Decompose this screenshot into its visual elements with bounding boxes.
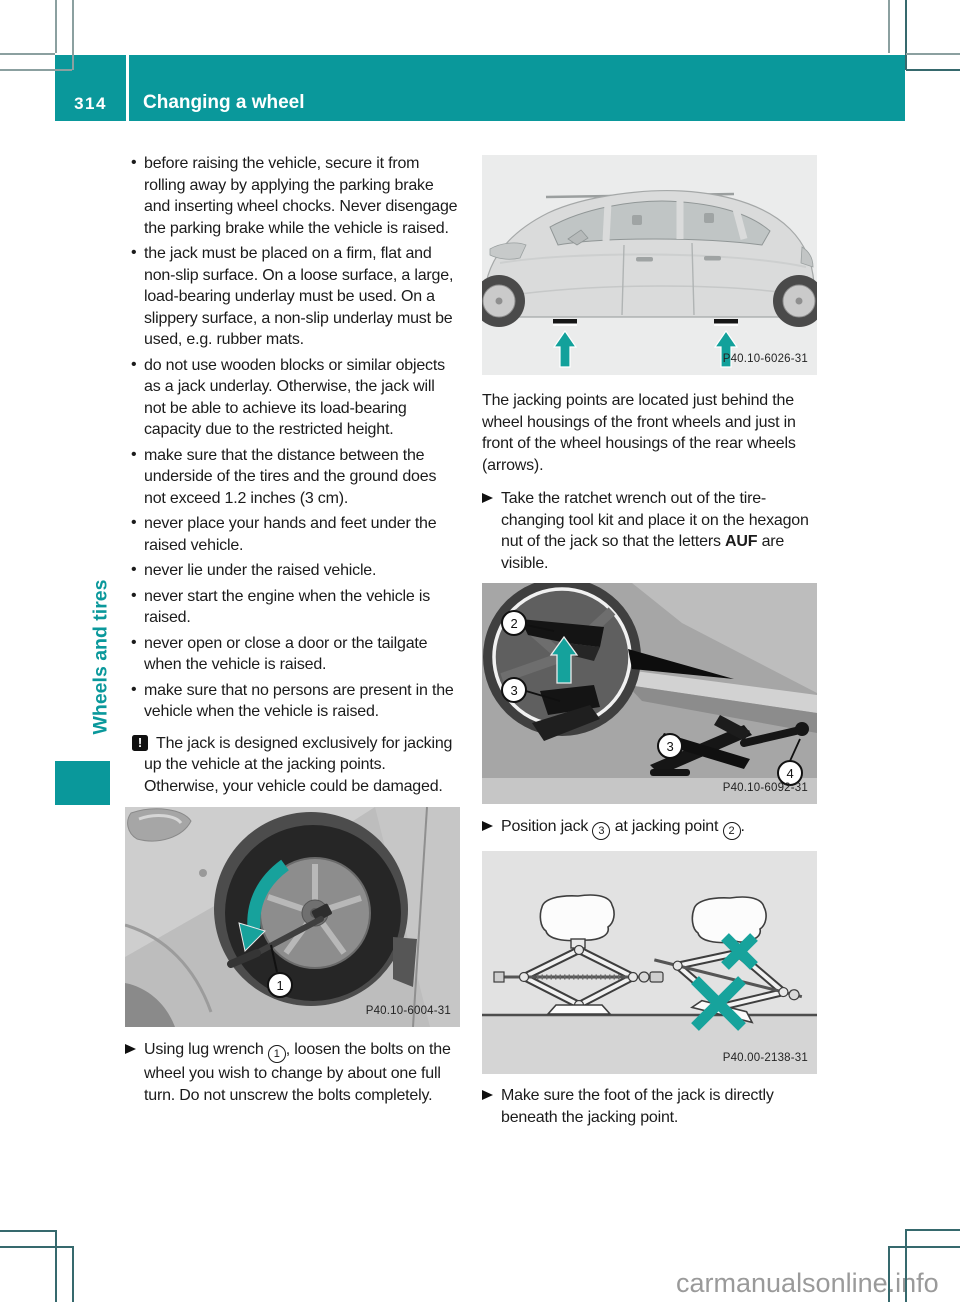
- callout-4-number: 4: [786, 766, 793, 781]
- step-jack-foot: Make sure the foot of the jack is direct…: [482, 1085, 817, 1128]
- bullet-item: before raising the vehicle, secure it fr…: [125, 152, 460, 239]
- jack-positioning-illustration: 2 3 3 4: [482, 583, 817, 804]
- page-title: Changing a wheel: [143, 92, 305, 113]
- rear-wheel: [773, 275, 817, 327]
- bullet-item: never start the engine when the vehicle …: [125, 585, 460, 629]
- sidebar-chapter-label: Wheels and tires: [89, 579, 112, 735]
- figure-car-jacking-points: P40.10-6026-31: [482, 155, 817, 375]
- callout-leader-lines: [525, 624, 801, 762]
- bullet-item: do not use wooden blocks or similar obje…: [125, 354, 460, 441]
- crop-mark-line: [905, 0, 907, 70]
- bullet-item: never open or close a door or the tailga…: [125, 632, 460, 676]
- callout-2-badge: 2: [722, 822, 741, 840]
- crop-mark-line: [905, 1229, 907, 1302]
- bullet-item: make sure that no persons are present in…: [125, 679, 460, 723]
- step-loosen-bolts: Using lug wrench 1, loosen the bolts on …: [125, 1039, 460, 1106]
- crop-mark-line: [0, 53, 55, 55]
- step-arrow-icon: [482, 821, 493, 831]
- crop-mark-line: [906, 53, 960, 55]
- figure-jack-correct-incorrect: P40.00-2138-31: [482, 851, 817, 1074]
- page-header: 314 Changing a wheel: [55, 55, 905, 121]
- crop-mark-line: [888, 0, 890, 53]
- car-side-view-illustration: [482, 155, 817, 375]
- crop-mark-line: [905, 1229, 960, 1231]
- jack-correct: [493, 894, 664, 1015]
- jacking-points-paragraph: The jacking points are located just behi…: [482, 392, 796, 474]
- safety-bullet-list: before raising the vehicle, secure it fr…: [125, 152, 460, 723]
- callout-3-badge: 3: [592, 822, 611, 840]
- step-ratchet-wrench: Take the ratchet wrench out of the tire-…: [482, 488, 817, 574]
- callout-1-marker: 1: [267, 944, 293, 998]
- step-text-pre: Using lug wrench: [144, 1041, 268, 1058]
- crop-mark-line: [72, 1246, 74, 1302]
- auf-label: AUF: [725, 533, 758, 550]
- jacking-point-arrow-icon: [713, 329, 739, 368]
- watermark: carmanualsonline.info: [676, 1268, 939, 1298]
- right-column: P40.10-6026-31 The jacking points are lo…: [482, 150, 817, 1128]
- crop-mark-line: [55, 0, 57, 53]
- callout-1-badge: 1: [267, 1045, 286, 1063]
- step-text-post: are visible.: [501, 533, 785, 572]
- callout-2-number: 2: [510, 616, 517, 631]
- crop-mark-line: [72, 0, 74, 70]
- step-arrow-icon: [125, 1044, 136, 1054]
- headlight-shape: [127, 808, 192, 842]
- step-text-post: , loosen the bolts on the wheel you wish…: [144, 1041, 451, 1104]
- warning-note: ! The jack is designed exclusively for j…: [125, 733, 460, 798]
- step-text-pre: Take the ratchet wrench out of the tire-…: [501, 490, 809, 550]
- jack-position-arrow-icon: [549, 635, 579, 684]
- crop-mark-line: [906, 69, 960, 71]
- bullet-item: never place your hands and feet under th…: [125, 512, 460, 556]
- step-text-post: .: [740, 818, 745, 835]
- page-number: 314: [74, 94, 107, 113]
- crop-mark-line: [888, 1246, 960, 1248]
- step-arrow-icon: [482, 493, 493, 503]
- crop-mark-line: [888, 1246, 890, 1302]
- left-column: before raising the vehicle, secure it fr…: [125, 152, 460, 1106]
- warning-text: The jack is designed exclusively for jac…: [144, 734, 453, 795]
- crop-mark-line: [0, 1230, 55, 1232]
- step-position-jack: Position jack 3 at jacking point 2.: [482, 816, 817, 840]
- step-arrow-icon: [482, 1090, 493, 1100]
- step-text: Make sure the foot of the jack is direct…: [501, 1087, 774, 1126]
- bullet-item: make sure that the distance between the …: [125, 444, 460, 510]
- figure-code: P40.10-6092-31: [722, 781, 808, 794]
- figure-wheel-lug-wrench: 1 P40.10-6004-31: [125, 807, 460, 1027]
- step-text-pre: Position jack: [501, 818, 593, 835]
- jacking-point-markers: [553, 319, 738, 326]
- header-divider: [126, 55, 129, 121]
- figure-code: P40.10-6026-31: [722, 352, 808, 365]
- warning-icon: !: [132, 735, 148, 751]
- lug-wrench: [227, 903, 332, 968]
- bullet-item: never lie under the raised vehicle.: [125, 559, 460, 582]
- bullet-item: the jack must be placed on a firm, flat …: [125, 242, 460, 351]
- figure-code: P40.10-6004-31: [365, 1004, 451, 1017]
- loosen-direction-arrow-icon: [238, 859, 290, 953]
- crop-mark-line: [55, 1230, 57, 1302]
- crop-mark-line: [0, 69, 72, 71]
- front-wheel: [482, 275, 525, 327]
- jacking-point-arrow-icon: [552, 329, 578, 368]
- crop-mark-line: [0, 1246, 72, 1248]
- incorrect-x-marks: [691, 933, 758, 1031]
- figure-code: P40.00-2138-31: [722, 1051, 808, 1064]
- callout-1-number: 1: [276, 978, 283, 993]
- jack-diagram-illustration: [482, 851, 817, 1074]
- step-text-mid: at jacking point: [610, 818, 723, 835]
- callout-3-number: 3: [510, 683, 517, 698]
- callout-3-number: 3: [666, 739, 673, 754]
- wheel-lug-wrench-illustration: 1: [125, 807, 460, 1027]
- sidebar-chapter-tab: [55, 761, 110, 805]
- figure-jack-positioning: 2 3 3 4 P40.10-6092-31: [482, 583, 817, 804]
- callout-markers: 2 3 3 4: [501, 610, 803, 786]
